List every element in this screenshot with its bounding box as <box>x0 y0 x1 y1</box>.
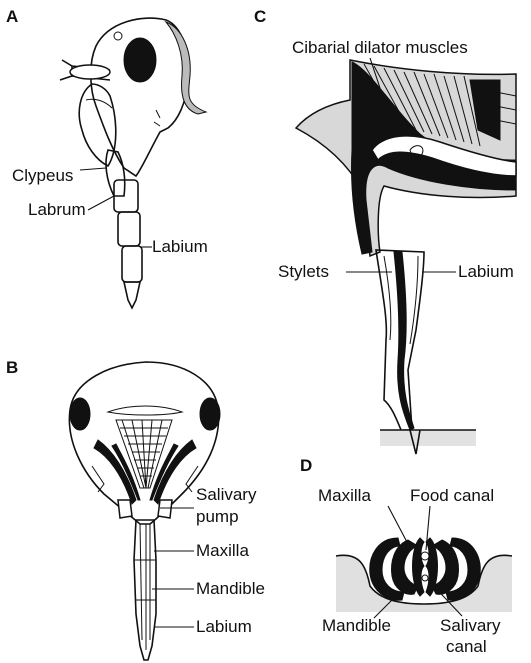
panel-b: B Salivary pump Maxilla Mandible <box>6 358 265 660</box>
panel-a-clypeus-suture <box>86 99 112 108</box>
panel-b-right-eye <box>200 398 220 430</box>
panel-a-labrum <box>106 150 125 196</box>
label-d-salivary: Salivary <box>440 616 501 635</box>
label-a-clypeus: Clypeus <box>12 166 73 185</box>
panel-a-occiput <box>166 22 206 114</box>
label-b-labium: Labium <box>196 617 252 636</box>
leader-a-clypeus <box>80 168 106 170</box>
panel-a-ocellus <box>114 32 122 40</box>
panel-b-proboscis <box>134 520 156 660</box>
panel-c-letter: C <box>254 7 266 26</box>
leader-a-labrum <box>88 196 114 210</box>
label-a-labrum: Labrum <box>28 200 86 219</box>
panel-b-labium-joints <box>134 560 156 600</box>
panel-c: C <box>254 7 516 454</box>
panel-a: A Clypeus Labrum Labium <box>6 7 208 308</box>
label-d-canal: canal <box>446 637 487 656</box>
panel-b-tentorium <box>108 406 182 415</box>
panel-d-letter: D <box>300 456 312 475</box>
panel-a-compound-eye <box>124 38 156 82</box>
label-d-maxilla: Maxilla <box>318 486 371 505</box>
panel-b-left-eye <box>70 398 90 430</box>
label-c-labium: Labium <box>458 262 514 281</box>
panel-d-salivary-canal <box>422 575 428 581</box>
panel-a-letter: A <box>6 7 18 26</box>
label-d-mandible: Mandible <box>322 616 391 635</box>
panel-c-plant-surface <box>380 430 476 446</box>
label-b-maxilla: Maxilla <box>196 541 249 560</box>
panel-a-antenna-base <box>70 65 110 79</box>
panel-a-labium <box>114 180 142 308</box>
label-c-stylets: Stylets <box>278 262 329 281</box>
label-b-pump: pump <box>196 507 239 526</box>
panel-a-clypeus <box>79 84 116 166</box>
panel-d: D Maxilla Food canal Mandible Salivary c… <box>300 456 512 656</box>
panel-d-food-canal <box>421 552 429 560</box>
label-c-cibarial: Cibarial dilator muscles <box>292 38 468 57</box>
label-b-salivary: Salivary <box>196 485 257 504</box>
label-a-labium: Labium <box>152 237 208 256</box>
label-b-mandible: Mandible <box>196 579 265 598</box>
panel-b-small-lobes <box>118 500 172 518</box>
label-d-food-canal: Food canal <box>410 486 494 505</box>
panel-b-stylets <box>140 524 150 650</box>
panel-b-letter: B <box>6 358 18 377</box>
panel-a-face-marks <box>154 110 160 126</box>
